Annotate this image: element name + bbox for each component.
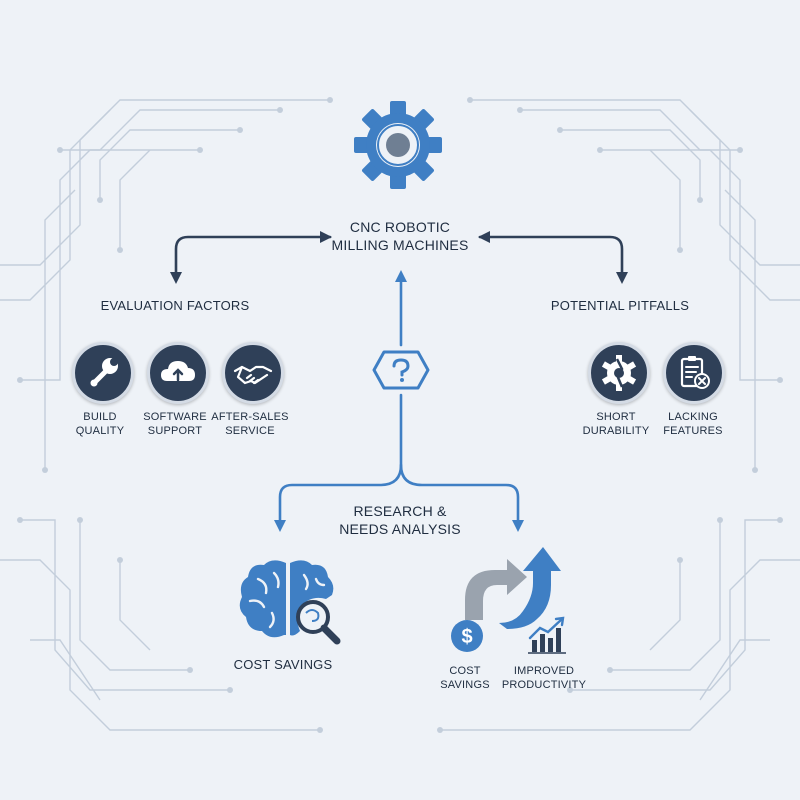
wrench-icon (72, 342, 134, 404)
item-line2: FEATURES (663, 425, 723, 437)
build-quality-label: BUILD QUALITY (62, 410, 138, 438)
item-line2: SUPPORT (147, 425, 203, 437)
broken-gear-icon (588, 342, 650, 404)
growth-arrow-icon (465, 547, 561, 629)
item-line1: COST (449, 665, 481, 677)
software-support-label: SOFTWARE SUPPORT (137, 410, 213, 438)
item-line1: LACKING (668, 411, 718, 423)
connector-to-pitfalls (478, 235, 624, 274)
evaluation-heading: EVALUATION FACTORS (100, 298, 250, 313)
item-line2: PRODUCTIVITY (501, 679, 587, 691)
cost-savings-label: COST SAVINGS (233, 657, 333, 672)
cost-savings-small-label: COST SAVINGS (430, 664, 500, 692)
title-line2: MILLING MACHINES (331, 237, 469, 253)
checklist-x-icon (663, 342, 725, 404)
item-line2: QUALITY (75, 425, 125, 437)
item-line2: SAVINGS (440, 679, 490, 691)
improved-productivity-label: IMPROVED PRODUCTIVITY (496, 664, 592, 692)
lacking-features-label: LACKING FEATURES (653, 410, 733, 438)
brain-magnifier-icon (239, 560, 341, 645)
svg-text:$: $ (461, 626, 472, 648)
title-label: CNC ROBOTIC MILLING MACHINES (300, 218, 500, 254)
item-line1: SOFTWARE (143, 411, 207, 423)
pitfalls-heading: POTENTIAL PITFALLS (550, 298, 690, 313)
connector-to-brain (278, 393, 403, 522)
item-line2: DURABILITY (582, 425, 650, 437)
short-durability-label: SHORT DURABILITY (576, 410, 656, 438)
research-line2: NEEDS ANALYSIS (339, 521, 461, 537)
handshake-icon (222, 342, 284, 404)
item-line1: BUILD (83, 411, 117, 423)
item-line1: SHORT (596, 411, 636, 423)
connector-to-evaluation (174, 235, 332, 274)
item-line1: IMPROVED (513, 665, 575, 677)
title-line1: CNC ROBOTIC (349, 219, 451, 235)
item-line1: AFTER-SALES (211, 411, 289, 423)
item-line2: SERVICE (225, 425, 275, 437)
bar-chart-icon (528, 616, 566, 654)
connector-to-growth (399, 463, 520, 522)
question-hexagon-icon (372, 350, 430, 390)
research-label: RESEARCH & NEEDS ANALYSIS (315, 502, 485, 538)
gear-icon (354, 101, 442, 189)
dollar-coin-icon: $ (451, 620, 483, 652)
cloud-upload-icon (147, 342, 209, 404)
after-sales-service-label: AFTER-SALES SERVICE (208, 410, 292, 438)
research-line1: RESEARCH & (353, 503, 447, 519)
